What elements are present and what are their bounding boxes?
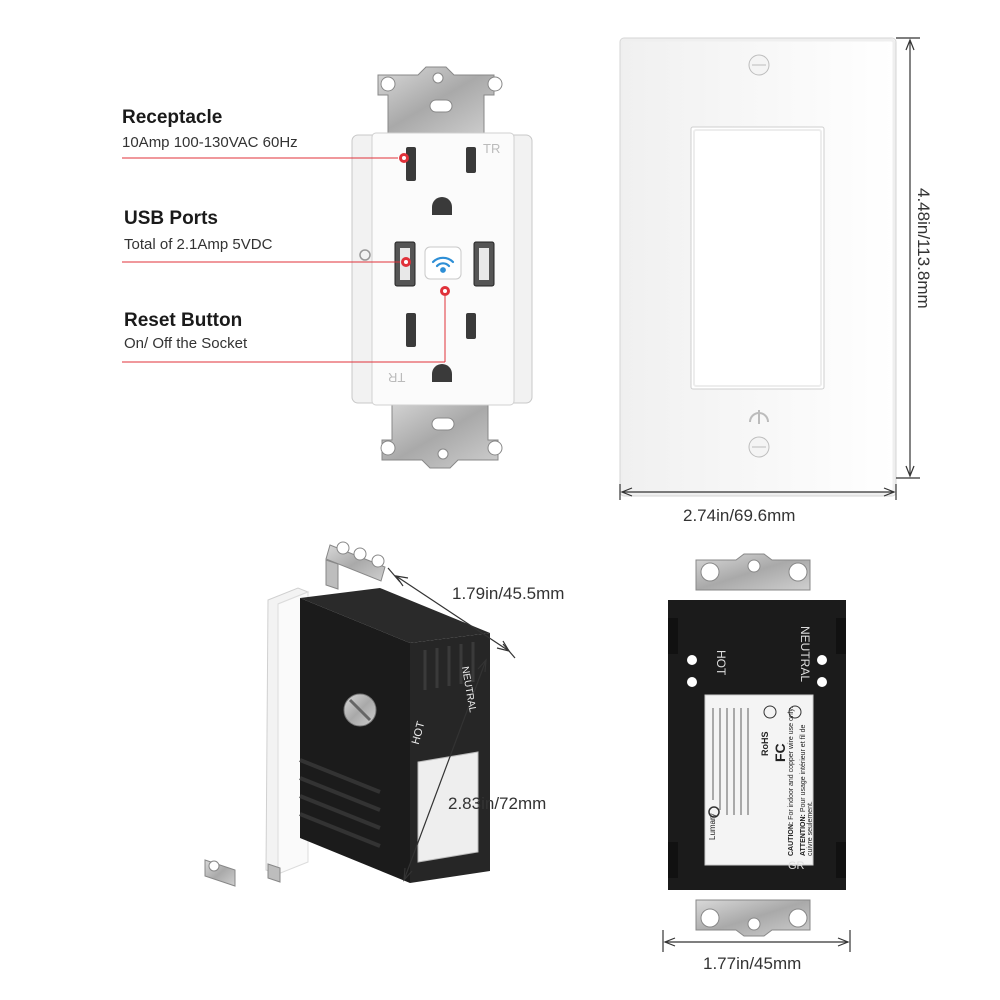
brand-logo-icon xyxy=(749,410,769,424)
etl-mark-icon xyxy=(788,705,802,719)
plate-width-dimension: 2.74in/69.6mm xyxy=(683,506,796,525)
yoke-top xyxy=(377,66,503,136)
body-height-dimension: 2.83in/72mm xyxy=(448,794,547,813)
back-brand-label: Lumary xyxy=(708,813,717,840)
rohs-mark: RoHS xyxy=(760,731,770,757)
back-hot-label: HOT xyxy=(714,650,728,676)
back-ground-label: GR xyxy=(788,860,805,872)
receptacle-title: Receptacle xyxy=(122,107,223,128)
ul-mark-icon xyxy=(763,705,777,719)
fcc-mark: FC xyxy=(772,743,788,762)
attention-label: ATTENTION: xyxy=(800,814,807,856)
body-width-dimension: 1.77in/45mm xyxy=(703,954,802,973)
wifi-icon xyxy=(431,256,455,273)
back-neutral-label: NEUTRAL xyxy=(798,626,812,683)
warning-fr: ATTENTION: Pour usage intérieur et fil d… xyxy=(800,706,814,856)
tamper-resistant-mark-top: TR xyxy=(483,141,501,156)
back-spec-label xyxy=(704,694,814,866)
reset-title: Reset Button xyxy=(124,310,243,331)
caution-label: CAUTION: xyxy=(788,821,795,856)
usb-title: USB Ports xyxy=(124,208,218,229)
receptacle-spec: 10Amp 100-130VAC 60Hz xyxy=(122,134,298,151)
warning-en: CAUTION: For indoor and copper wire use … xyxy=(788,706,795,856)
warning-en-text: For indoor and copper wire use only. xyxy=(788,706,795,820)
power-icon xyxy=(359,249,371,261)
depth-dimension: 1.79in/45.5mm xyxy=(452,584,565,603)
reset-spec: On/ Off the Socket xyxy=(124,335,248,352)
yoke-bottom xyxy=(380,399,503,469)
usb-spec: Total of 2.1Amp 5VDC xyxy=(124,236,273,253)
